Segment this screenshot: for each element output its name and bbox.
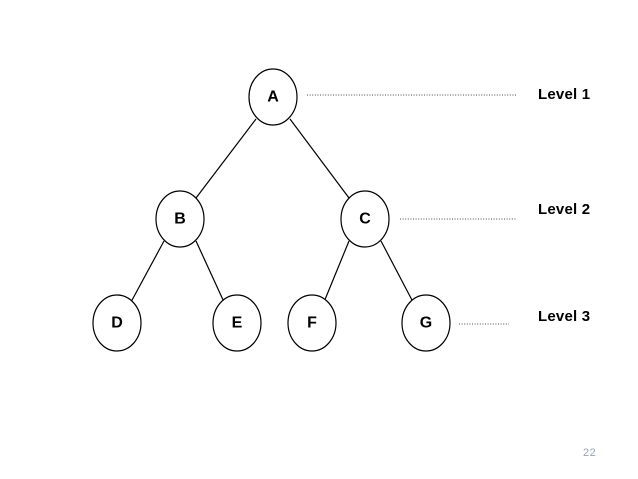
edge-b-d <box>130 240 165 303</box>
tree-node-f[interactable]: F <box>287 294 337 352</box>
node-ellipse-e[interactable] <box>212 294 262 352</box>
edge-a-c <box>289 118 350 199</box>
page-number: 22 <box>583 447 597 459</box>
tree-node-g[interactable]: G <box>401 294 451 352</box>
node-label-c: C <box>359 211 371 228</box>
node-label-a: A <box>267 89 279 106</box>
node-label-b: B <box>174 211 186 228</box>
node-ellipse-d[interactable] <box>92 294 142 352</box>
node-label-g: G <box>420 315 432 332</box>
edge-a-b <box>195 118 257 199</box>
level-label-1: Level 1 <box>538 86 591 103</box>
tree-node-b[interactable]: B <box>155 190 205 248</box>
edge-c-f <box>323 240 350 303</box>
node-label-f: F <box>307 315 317 332</box>
level-label-2: Level 2 <box>538 201 591 218</box>
edge-c-g <box>380 240 414 303</box>
node-ellipse-c[interactable] <box>340 190 390 248</box>
tree-node-a[interactable]: A <box>248 68 298 126</box>
node-ellipse-f[interactable] <box>287 294 337 352</box>
node-ellipse-b[interactable] <box>155 190 205 248</box>
node-label-d: D <box>111 315 123 332</box>
tree-edges <box>130 118 414 303</box>
node-ellipse-a[interactable] <box>248 68 298 126</box>
tree-node-e[interactable]: E <box>212 294 262 352</box>
node-label-e: E <box>232 315 243 332</box>
level-leader-lines <box>307 94 516 325</box>
tree-node-d[interactable]: D <box>92 294 142 352</box>
node-ellipse-g[interactable] <box>401 294 451 352</box>
tree-node-c[interactable]: C <box>340 190 390 248</box>
level-label-3: Level 3 <box>538 308 591 325</box>
edge-b-e <box>195 240 225 303</box>
